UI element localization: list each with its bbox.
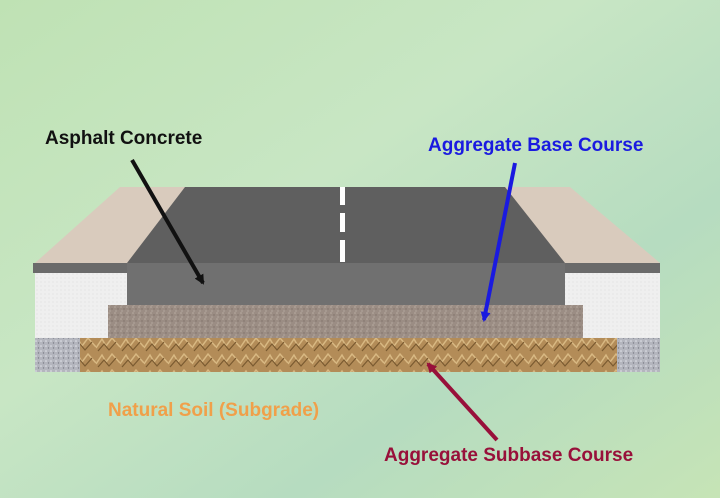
aggregate-base-layer <box>108 305 583 338</box>
asphalt-arrow <box>130 159 205 285</box>
gravel-left <box>35 338 80 372</box>
label-aggregate-subbase: Aggregate Subbase Course <box>384 445 633 466</box>
label-aggregate-base: Aggregate Base Course <box>428 135 643 156</box>
label-asphalt-concrete: Asphalt Concrete <box>45 128 202 149</box>
label-natural-soil: Natural Soil (Subgrade) <box>108 400 319 421</box>
center-line-dash <box>340 213 345 232</box>
subbase-arrow <box>426 362 499 442</box>
gravel-right <box>617 338 660 372</box>
asphalt-surface <box>127 187 565 263</box>
asphalt-concrete-layer <box>127 263 565 305</box>
center-line-dash <box>340 187 345 205</box>
aggregate-subbase-layer <box>80 338 617 372</box>
base-arrow <box>480 162 517 322</box>
center-line-dash <box>340 240 345 262</box>
